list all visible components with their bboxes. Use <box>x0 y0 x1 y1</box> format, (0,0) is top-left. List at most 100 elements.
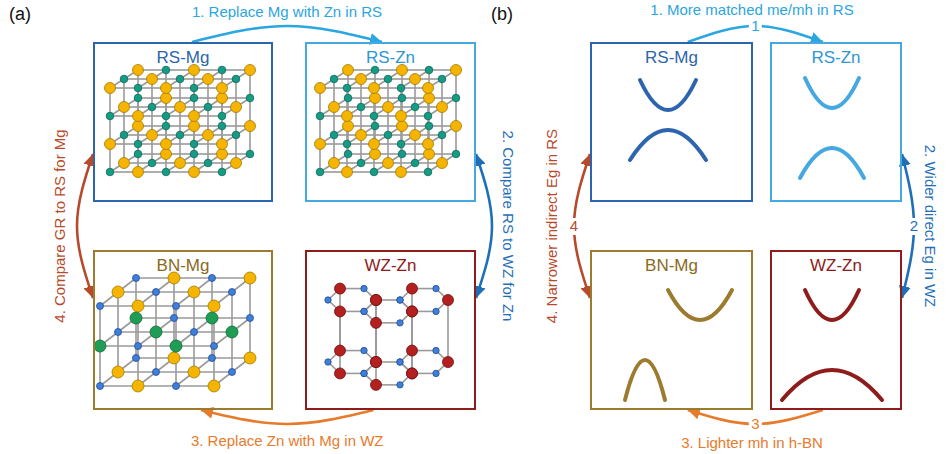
atom <box>120 131 128 139</box>
atom <box>342 167 353 178</box>
wurtzite-lattice <box>325 283 454 390</box>
atom <box>325 359 331 365</box>
edge-label: 2 <box>908 218 920 235</box>
atom <box>315 83 326 94</box>
bond <box>375 300 377 362</box>
panel-label: (b) <box>489 5 515 25</box>
curved-arrow <box>192 26 382 42</box>
atom <box>397 121 408 132</box>
annotation-holder: 2. Wider direct Eg in WZ <box>921 143 939 310</box>
bond <box>375 300 377 362</box>
atom <box>134 94 142 102</box>
atom <box>371 379 382 390</box>
atom <box>343 121 354 132</box>
atom <box>150 326 162 338</box>
atom <box>120 75 128 83</box>
atom <box>397 320 403 326</box>
atom <box>229 289 236 296</box>
atom <box>335 368 346 379</box>
atom <box>133 167 144 178</box>
conduction-band <box>805 290 859 320</box>
atom <box>209 355 216 362</box>
atom <box>153 369 160 376</box>
atom <box>244 272 256 284</box>
atom <box>433 347 439 353</box>
atom <box>438 131 446 139</box>
atom <box>343 65 354 76</box>
atom <box>438 75 446 83</box>
atom <box>397 359 403 365</box>
annotation: 4. Narrower indirect Eg in RS <box>544 127 561 325</box>
edge-label: 2. Compare RS to WZ for Zn <box>500 129 517 324</box>
atom <box>384 75 392 83</box>
conduction-band <box>805 78 859 108</box>
atom <box>204 103 212 111</box>
atom <box>315 139 326 150</box>
atom <box>383 158 394 169</box>
atom <box>383 102 394 113</box>
atom <box>153 289 160 296</box>
atom <box>396 111 407 122</box>
edge-label-holder: 2. Compare RS to WZ for Zn <box>499 129 517 324</box>
atom <box>175 102 186 113</box>
atom <box>208 300 220 312</box>
atom <box>356 74 367 85</box>
valence-band <box>625 360 665 400</box>
atom <box>361 347 367 353</box>
atom <box>410 130 421 141</box>
atom <box>189 167 200 178</box>
box-title: WZ-Zn <box>772 256 900 276</box>
atom <box>106 168 114 176</box>
atom <box>115 329 122 336</box>
atom <box>133 355 140 362</box>
atom <box>208 380 220 392</box>
box-title: RS-Mg <box>95 48 271 68</box>
atom <box>161 149 172 160</box>
atom <box>245 121 256 132</box>
atom <box>411 103 419 111</box>
atom <box>176 131 184 139</box>
atom <box>451 121 462 132</box>
atom <box>206 312 218 324</box>
atom <box>407 283 418 294</box>
atom <box>112 286 124 298</box>
atom <box>191 329 198 336</box>
atom <box>173 383 180 390</box>
atom <box>97 383 104 390</box>
annotation-holder: 1. More matched me/mh in RS <box>648 1 855 19</box>
box-title: BN-Mg <box>95 256 271 276</box>
atom <box>147 74 158 85</box>
atom <box>369 139 380 150</box>
structure-box: RS-Mg <box>93 42 273 202</box>
atom <box>162 66 170 74</box>
box-title: RS-Mg <box>592 48 751 68</box>
bond <box>447 300 449 362</box>
atom <box>343 84 351 92</box>
atom <box>397 140 405 148</box>
atom <box>203 74 214 85</box>
atom <box>112 366 124 378</box>
edge-label: 1. Replace Mg with Zn in RS <box>190 4 384 21</box>
atom <box>452 94 460 102</box>
atom <box>371 66 379 74</box>
atom <box>361 308 367 314</box>
atom <box>217 149 228 160</box>
atom <box>329 102 340 113</box>
atom <box>173 303 180 310</box>
atom <box>343 140 351 148</box>
atom <box>162 122 170 130</box>
atom <box>344 150 352 158</box>
bond <box>411 289 413 351</box>
atom <box>371 356 382 367</box>
atom <box>188 286 200 298</box>
valence-band <box>782 370 882 400</box>
atom <box>397 84 405 92</box>
atom <box>217 83 228 94</box>
lattice <box>105 65 256 178</box>
annotation-holder: (b) <box>489 5 515 25</box>
atom <box>452 150 460 158</box>
atom <box>232 75 240 83</box>
atom <box>325 297 331 303</box>
atom <box>342 111 353 122</box>
